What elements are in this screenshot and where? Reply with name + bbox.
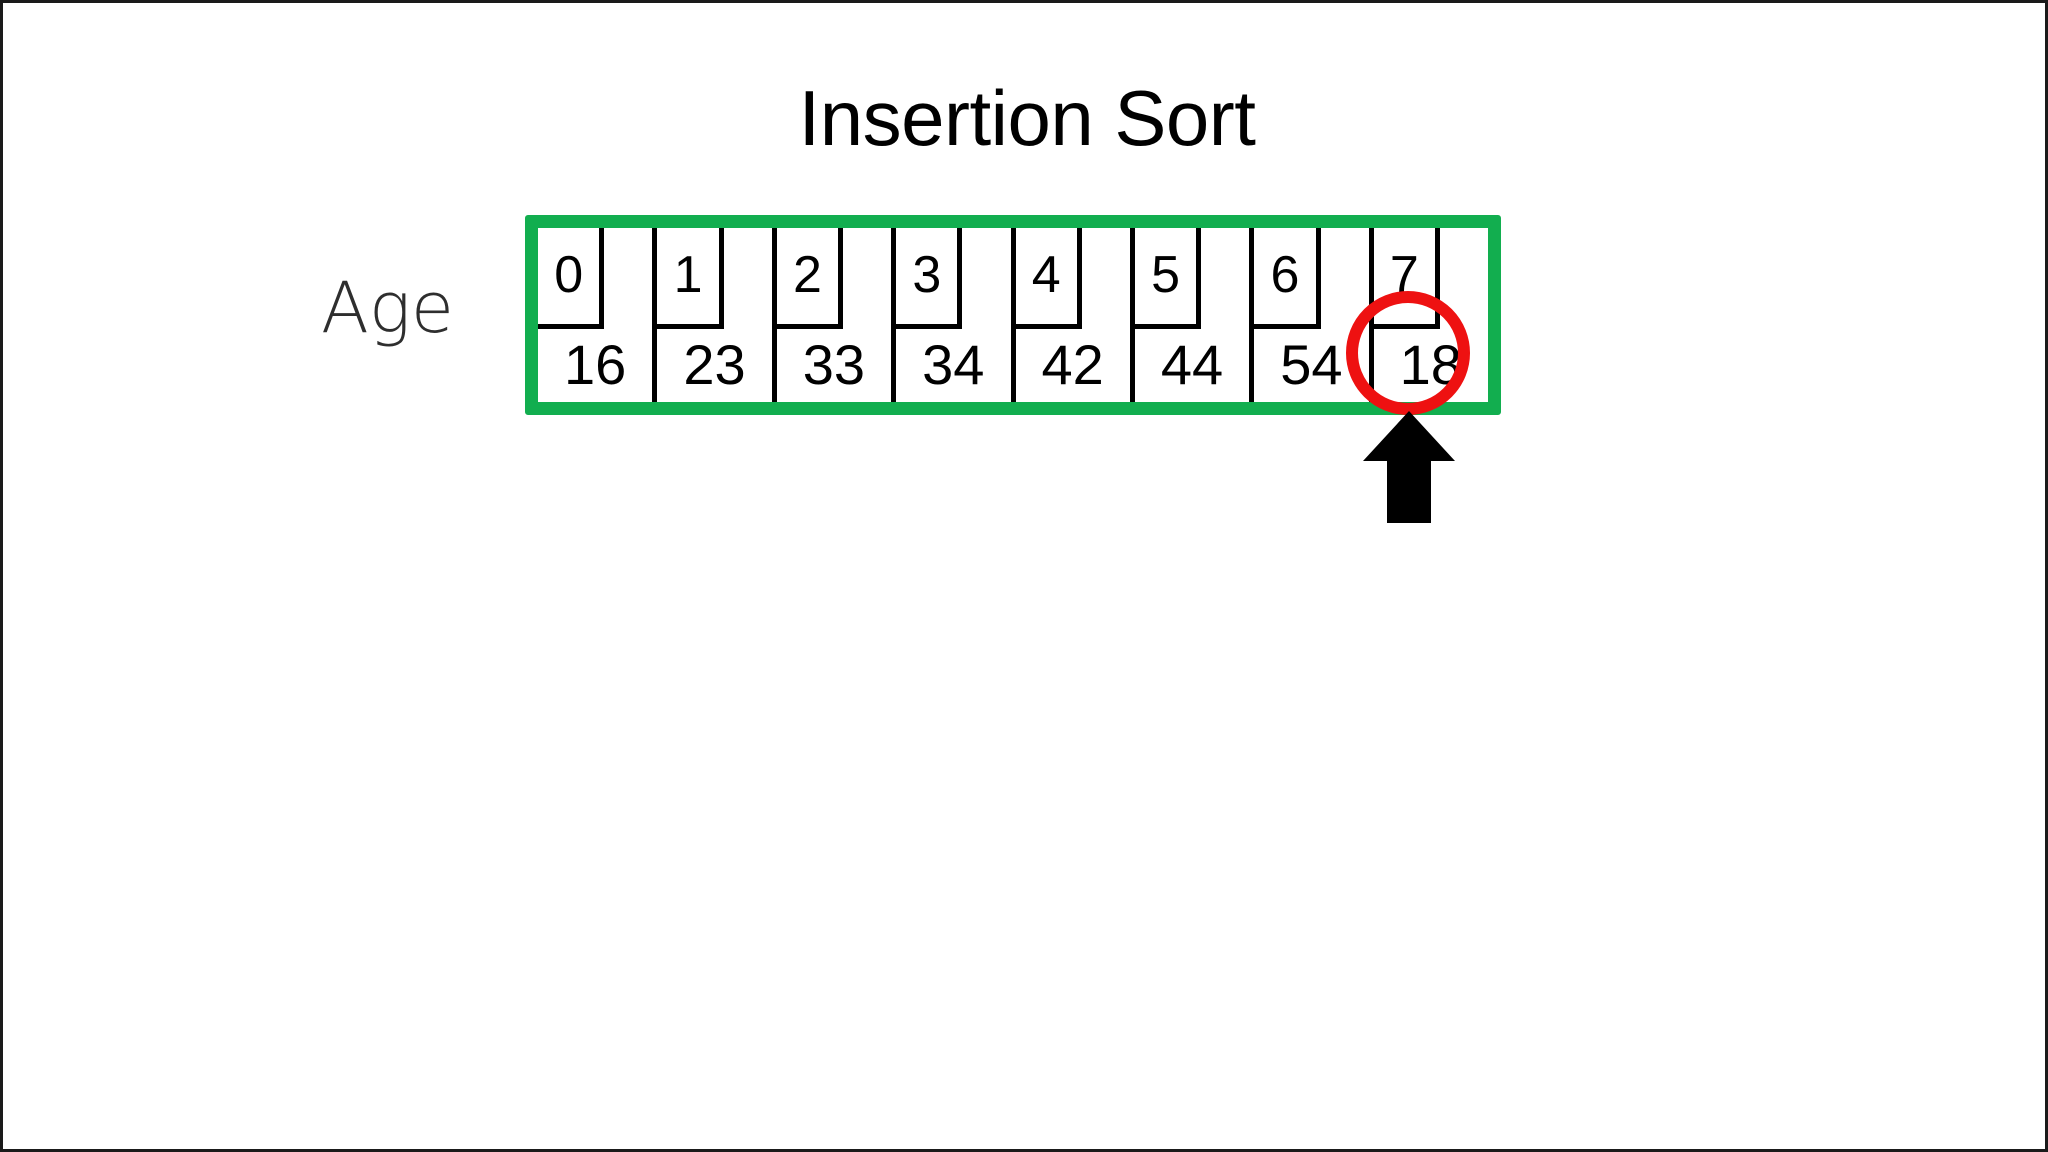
cell-value-label: 34: [922, 333, 985, 397]
array-container: 0 16 1 23 2 33 3 34 4 42 5 44: [525, 215, 1501, 415]
cell-index-label: 3: [896, 228, 963, 329]
page-title: Insertion Sort: [798, 74, 1256, 162]
cell-value-label: 16: [564, 333, 627, 397]
up-arrow-icon: [1363, 411, 1455, 523]
cell-value-label: 54: [1280, 333, 1343, 397]
array-cell[interactable]: 6 54: [1254, 228, 1374, 402]
cell-value-label: 18: [1399, 333, 1462, 397]
cell-value-label: 33: [802, 333, 866, 397]
array-cell[interactable]: 4 42: [1015, 228, 1135, 402]
cell-index-label: 4: [1015, 228, 1082, 329]
array-cell[interactable]: 3 34: [896, 228, 1016, 402]
array-cell-list: 0 16 1 23 2 33 3 34 4 42 5 44: [538, 228, 1488, 402]
cell-index-label: 0: [538, 228, 605, 329]
cell-index-label: 6: [1254, 228, 1321, 329]
array-cell[interactable]: 2 33: [776, 228, 897, 402]
row-label-age: Age: [321, 267, 454, 349]
array-cell[interactable]: 5 44: [1134, 228, 1255, 402]
cell-index-label: 7: [1373, 228, 1440, 329]
cell-value-label: 23: [683, 333, 746, 397]
array-cell[interactable]: 1 23: [657, 228, 777, 402]
cell-value-label: 44: [1160, 333, 1224, 397]
cell-index-label: 2: [776, 228, 844, 329]
cell-index-label: 5: [1134, 228, 1202, 329]
array-cell[interactable]: 7 18: [1373, 228, 1488, 402]
cell-index-label: 1: [657, 228, 724, 329]
cell-value-label: 42: [1041, 333, 1104, 397]
array-cell[interactable]: 0 16: [538, 228, 658, 402]
